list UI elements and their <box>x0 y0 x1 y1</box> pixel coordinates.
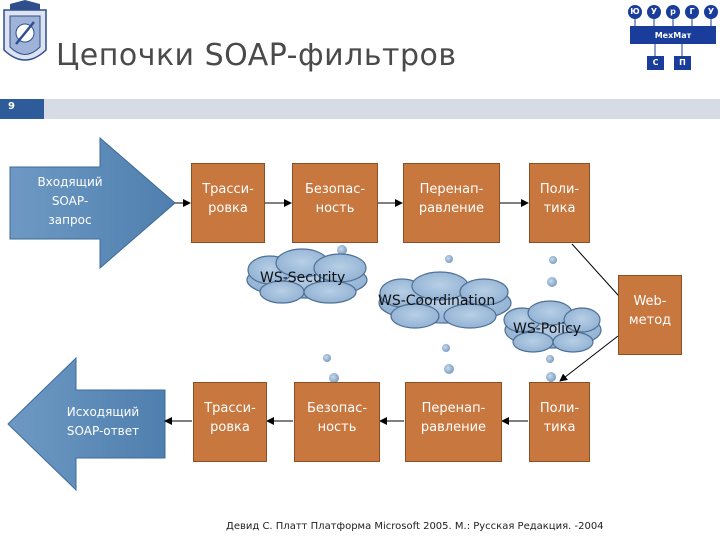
box-line: равление <box>418 201 485 216</box>
box-line: Безопас- <box>306 401 368 416</box>
box-line: ность <box>317 420 357 435</box>
university-crest-logo <box>3 0 47 61</box>
logo-letter: У <box>647 5 661 19</box>
routing-filter-in: Перенап- равление <box>403 163 500 243</box>
ws-policy-label: WS-Policy <box>513 321 582 337</box>
ws-coordination-label: WS-Coordination <box>378 293 496 309</box>
box-line: Трасси- <box>202 182 254 197</box>
incoming-line: SOAP- <box>51 194 89 208</box>
cloud-dot <box>445 255 453 263</box>
logo-letter: С <box>652 58 659 67</box>
cloud-dot <box>546 372 556 382</box>
box-line: Поли- <box>539 401 580 416</box>
logo-letter: Ю <box>628 5 642 19</box>
incoming-line: запрос <box>48 213 92 227</box>
incoming-request-label: Входящий SOAP- запрос <box>28 173 112 230</box>
box-line: тика <box>543 420 576 435</box>
incoming-request-arrow <box>9 136 176 270</box>
source-citation: Девид С. Платт Платформа Microsoft 2005.… <box>226 521 604 532</box>
logo-dept: МехМат <box>654 31 692 40</box>
cloud-dot <box>329 373 339 383</box>
box-line: ровка <box>210 420 250 435</box>
cloud-dot <box>444 364 454 374</box>
routing-filter-out: Перенап- равление <box>405 382 502 462</box>
cloud-dot <box>337 245 347 255</box>
box-line: Web- <box>633 294 667 309</box>
ws-coordination-cloud <box>378 271 512 329</box>
security-filter-out: Безопас- ность <box>294 382 380 462</box>
cloud-dot <box>323 354 331 362</box>
ws-security-cloud <box>246 248 368 304</box>
slide-number-bar <box>0 99 44 119</box>
cloud-dot <box>549 256 557 264</box>
ws-policy-cloud <box>503 300 602 353</box>
box-line: ность <box>315 201 355 216</box>
outgoing-line: Исходящий <box>66 405 140 419</box>
cloud-dot <box>547 277 557 287</box>
ws-security-label: WS-Security <box>260 270 346 286</box>
logo-letter: Г <box>685 5 699 19</box>
flow-arrow <box>571 243 628 306</box>
header-rule <box>44 99 720 119</box>
box-line: Трасси- <box>204 401 256 416</box>
tracing-filter-in: Трасси- ровка <box>191 163 265 243</box>
outgoing-line: SOAP-ответ <box>66 424 140 438</box>
box-line: Перенап- <box>421 401 486 416</box>
box-line: равление <box>420 420 487 435</box>
cloud-dot <box>442 344 450 352</box>
flow-arrow <box>559 335 619 382</box>
outgoing-response-label: Исходящий SOAP-ответ <box>50 403 156 441</box>
policy-filter-in: Поли- тика <box>529 163 590 243</box>
tracing-filter-out: Трасси- ровка <box>193 382 267 462</box>
slide-title: Цепочки SOAP-фильтров <box>56 38 457 73</box>
outgoing-response-arrow <box>7 356 166 492</box>
cloud-dot <box>546 355 554 363</box>
box-line: тика <box>543 201 576 216</box>
security-filter-in: Безопас- ность <box>292 163 378 243</box>
logo-letter: р <box>666 5 680 19</box>
box-line: ровка <box>208 201 248 216</box>
box-line: Перенап- <box>419 182 484 197</box>
slide-number: 9 <box>8 101 15 112</box>
incoming-line: Входящий <box>37 175 103 189</box>
policy-filter-out: Поли- тика <box>529 382 590 462</box>
logo-letter: У <box>704 5 718 19</box>
box-line: Безопас- <box>304 182 366 197</box>
box-line: метод <box>628 313 672 328</box>
box-line: Поли- <box>539 182 580 197</box>
web-method-box: Web- метод <box>618 275 682 355</box>
logo-letter: П <box>679 58 686 67</box>
